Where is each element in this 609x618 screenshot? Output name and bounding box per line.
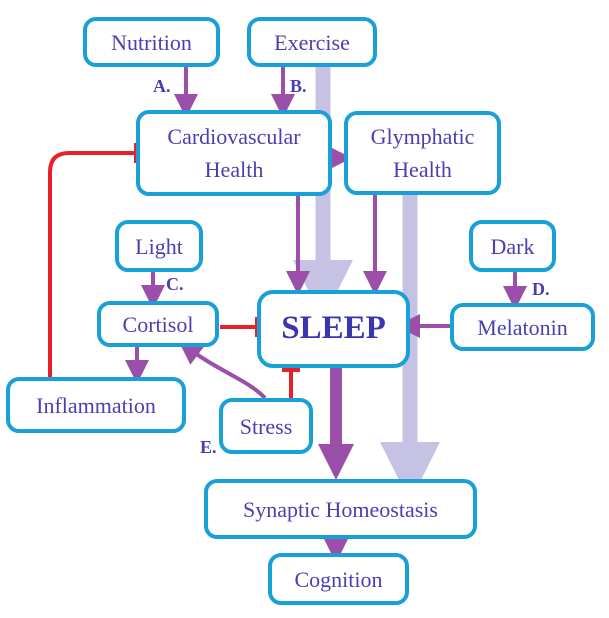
- node-sleep-label: SLEEP: [281, 310, 386, 347]
- node-synaptic-homeostasis: Synaptic Homeostasis: [204, 479, 477, 539]
- node-glymph-line1: Glymphatic: [370, 124, 475, 149]
- arrow-stress-to-cortisol: [178, 340, 267, 400]
- node-cortisol-label: Cortisol: [122, 311, 194, 337]
- node-melatonin-label: Melatonin: [477, 314, 568, 340]
- node-synaptic-label: Synaptic Homeostasis: [243, 496, 438, 522]
- label-b: B.: [290, 76, 307, 96]
- node-dark-label: Dark: [490, 233, 535, 259]
- node-cardio-line1: Cardiovascular: [167, 124, 301, 149]
- label-c: C.: [166, 274, 184, 294]
- label-e: E.: [200, 437, 217, 457]
- node-exercise: Exercise: [247, 17, 377, 67]
- inhibit-inflammation-to-cardio: [48, 151, 136, 378]
- node-dark: Dark: [469, 220, 556, 272]
- node-light: Light: [115, 220, 203, 272]
- node-glymph-line2: Health: [393, 157, 452, 182]
- node-cognition-label: Cognition: [294, 566, 383, 592]
- node-cortisol: Cortisol: [97, 301, 219, 347]
- node-melatonin: Melatonin: [450, 303, 595, 351]
- node-nutrition-label: Nutrition: [111, 29, 192, 55]
- node-stress-label: Stress: [239, 413, 293, 439]
- node-glymphatic-health: Glymphatic Health: [344, 111, 501, 195]
- label-a: A.: [153, 76, 171, 96]
- node-cognition: Cognition: [268, 553, 409, 605]
- node-exercise-label: Exercise: [274, 29, 350, 55]
- label-d: D.: [532, 279, 550, 299]
- node-cardio-line2: Health: [204, 157, 264, 182]
- node-sleep: SLEEP: [257, 290, 410, 368]
- node-nutrition: Nutrition: [83, 17, 220, 67]
- node-light-label: Light: [135, 233, 183, 259]
- node-cardiovascular-health: Cardiovascular Health: [136, 110, 332, 196]
- node-inflammation: Inflammation: [6, 377, 186, 433]
- node-inflammation-label: Inflammation: [36, 392, 156, 418]
- node-stress: Stress: [219, 398, 313, 454]
